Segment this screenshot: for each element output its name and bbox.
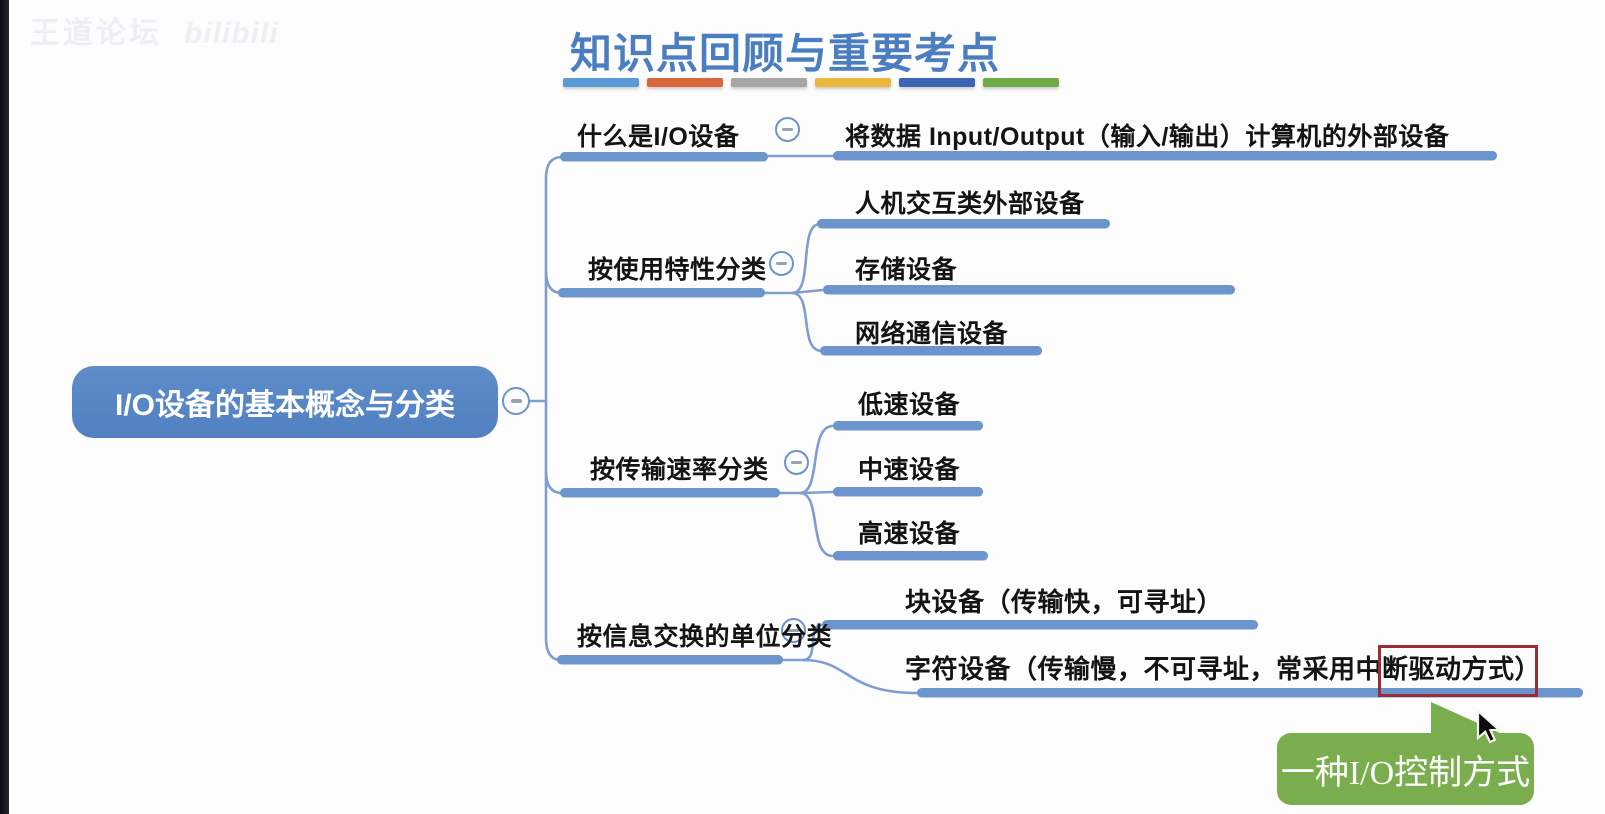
trunk-bracket [544, 155, 563, 662]
branch3-child2-label: 中速设备 [858, 456, 961, 484]
branch4-child2-label: 字符设备（传输慢，不可寻址，常采用中断驱动方式） [905, 654, 1542, 684]
divider-bar [647, 78, 723, 87]
highlight-box [1378, 645, 1538, 697]
bilibili-logo: bilibili [184, 17, 279, 50]
branch2-label: 按使用特性分类 [588, 256, 767, 284]
branch3-child1-underline [833, 421, 983, 431]
branch3-label: 按传输速率分类 [590, 456, 769, 484]
branch2-underline [558, 288, 765, 298]
branch2-curve-up [791, 222, 821, 295]
branch3-curve-mid [799, 490, 834, 495]
mouse-cursor [1476, 711, 1502, 744]
root-node-label: I/O设备的基本概念与分类 [114, 389, 455, 422]
watermark-brand: 王道论坛 [30, 17, 162, 50]
divider-bar [731, 78, 807, 87]
collapse-icon-branch4[interactable] [781, 618, 806, 643]
branch3-child3-label: 高速设备 [858, 520, 961, 548]
minus-icon [782, 127, 793, 132]
branch2-child2-underline [823, 285, 1235, 295]
divider-bar [899, 78, 975, 87]
branch2-child1-underline [817, 219, 1110, 229]
branch4-underline [557, 655, 783, 665]
branch3-child3-underline [833, 551, 988, 561]
branch2-curve-down [791, 291, 823, 353]
page-title: 知识点回顾与重要考点 [569, 32, 1000, 78]
cursor-arrow [1476, 711, 1502, 744]
collapse-icon-branch2[interactable] [769, 251, 794, 276]
collapse-icon-root[interactable] [502, 387, 530, 415]
branch2-child1-label: 人机交互类外部设备 [855, 190, 1085, 218]
branch4-curve-down [802, 658, 918, 695]
collapse-icon-branch1[interactable] [775, 117, 800, 142]
collapse-icon-branch3[interactable] [784, 450, 809, 475]
branch3-child2-underline [833, 487, 983, 497]
branch3-underline [560, 488, 780, 498]
branch4-child1-label: 块设备（传输快，可寻址） [905, 587, 1224, 617]
trunk-branch3-curve [544, 470, 563, 495]
branch1-child1-label: 将数据 Input/Output（输入/输出）计算机的外部设备 [845, 123, 1450, 151]
annotation-callout: 一种I/O控制方式 [1277, 733, 1534, 805]
bran3-curve-down [799, 491, 834, 558]
minus-icon [791, 460, 802, 465]
branch4-child1-underline [822, 620, 1258, 630]
watermark: 王道论坛 bilibili [30, 8, 279, 52]
branch3-curve-up [799, 424, 834, 495]
letterbox-left [0, 0, 9, 814]
callout-text: 一种I/O控制方式 [1280, 754, 1531, 792]
title-divider [563, 78, 1059, 87]
branch3-child1-label: 低速设备 [858, 391, 961, 419]
divider-bar [983, 78, 1059, 87]
branch1-label: 什么是I/O设备 [577, 123, 740, 151]
branch2-child3-underline [820, 346, 1042, 356]
branch2-child3-label: 网络通信设备 [855, 320, 1009, 348]
branch1-child1-underline [833, 151, 1497, 161]
minus-icon [788, 628, 799, 633]
divider-bar [563, 78, 639, 87]
mindmap-root-node: I/O设备的基本概念与分类 [72, 366, 498, 438]
divider-bar [815, 78, 891, 87]
branch4-label: 按信息交换的单位分类 [577, 623, 833, 651]
minus-icon [510, 399, 522, 403]
branch2-curve-mid [791, 288, 824, 295]
minus-icon [776, 261, 787, 266]
branch1-underline [560, 152, 768, 162]
branch2-child2-label: 存储设备 [855, 256, 958, 284]
